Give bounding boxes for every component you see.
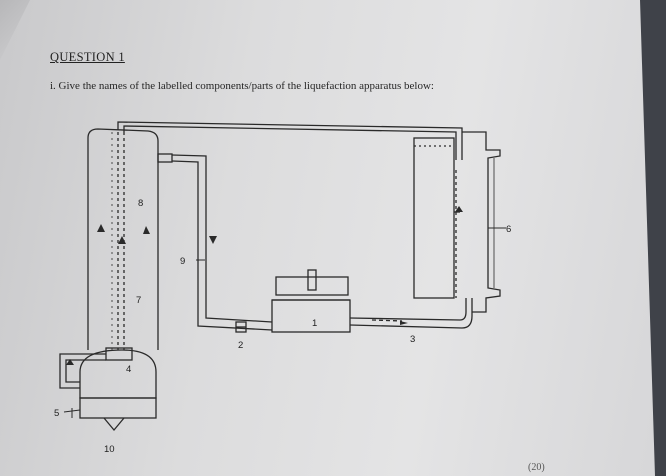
side-pipe (157, 153, 273, 331)
question-title: QUESTION 1 (50, 50, 125, 64)
label-8: 8 (138, 198, 143, 209)
label-3: 3 (410, 334, 415, 345)
label-1: 1 (312, 318, 317, 329)
label-7: 7 (136, 295, 141, 306)
flow-arrows (66, 206, 463, 365)
valve-2 (235, 321, 247, 333)
marks-label: (20) (528, 462, 545, 473)
bypass-pipe (59, 353, 106, 389)
bottom-pipe (349, 298, 473, 329)
label-4: 4 (126, 364, 131, 375)
leader-lines (63, 227, 506, 418)
label-2: 2 (238, 340, 243, 351)
vessel-6 (413, 131, 501, 313)
label-5: 5 (54, 408, 59, 419)
label-6: 6 (506, 224, 511, 235)
compressor-1 (271, 269, 351, 333)
top-pipe (117, 121, 463, 160)
collector-vessel (79, 347, 157, 432)
label-10: 10 (104, 444, 115, 455)
question-text: i. Give the names of the labelled compon… (50, 80, 434, 92)
label-9: 9 (180, 256, 185, 267)
